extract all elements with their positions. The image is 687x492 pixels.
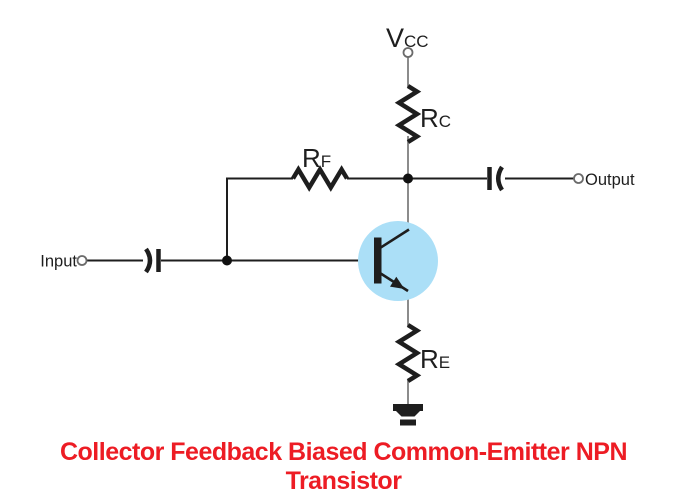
ground-bottom-bar xyxy=(400,419,416,426)
transistor-npn xyxy=(358,221,438,301)
output-label: Output xyxy=(585,171,635,189)
base-node-dot xyxy=(222,255,232,266)
vcc-label: VCC xyxy=(386,23,429,53)
diagram-title: Collector Feedback Biased Common-Emitter… xyxy=(59,438,628,492)
collector-node-dot xyxy=(403,173,413,184)
circuit-canvas: VCC RC RF RE Input Output xyxy=(40,23,635,426)
vcc-terminal xyxy=(402,47,414,58)
ground-middle-bar xyxy=(396,411,420,417)
rf-label: RF xyxy=(302,143,331,173)
resistor-re xyxy=(394,323,422,383)
feedback-wire xyxy=(226,177,293,261)
output-capacitor xyxy=(487,165,504,192)
input-label: Input xyxy=(40,253,77,271)
input-capacitor xyxy=(144,247,161,274)
resistor-rf xyxy=(291,165,349,192)
rc-label: RC xyxy=(420,103,451,133)
transistor-base-bar xyxy=(374,237,382,284)
transistor-body xyxy=(358,221,438,301)
output-terminal xyxy=(573,173,584,184)
input-terminal xyxy=(76,255,88,266)
ground-top-bar xyxy=(393,404,423,411)
transistor-collector-lead xyxy=(379,228,410,250)
output-capacitor-curved-plate xyxy=(496,165,504,192)
transistor-emitter-arrow xyxy=(390,276,405,289)
ground-symbol xyxy=(393,404,423,426)
re-label: RE xyxy=(420,344,450,374)
input-capacitor-curved-plate xyxy=(144,247,153,274)
resistor-rc xyxy=(394,84,422,144)
